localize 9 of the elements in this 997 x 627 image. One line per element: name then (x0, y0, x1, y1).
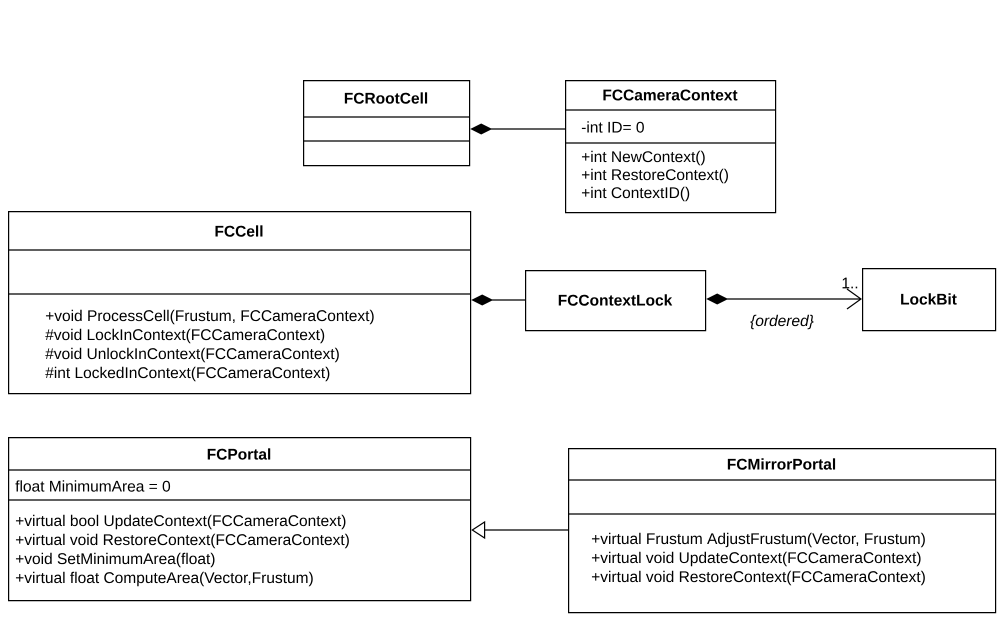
class-box: FCContextLock (525, 270, 706, 332)
class-box: FCRootCell (303, 80, 470, 166)
class-box: LockBit (862, 268, 996, 332)
class-box: FCMirrorPortal +virtual Frustum AdjustFrustum(Vector, Frustum) +virtual void UpdateContext(FCCameraContext) +virtual void RestoreContext(FCCameraContext) (568, 448, 996, 614)
class-box: FCCell +void ProcessCell(Frustum, FCCameraContext) #void LockInContext(FCCameraContext) #void UnlockInContext(FCCameraContext) #int LockedInContext(FCCameraContext) (8, 211, 472, 394)
multiplicity-label: 1.. (842, 278, 858, 288)
edge-label: {ordered} (750, 314, 814, 330)
class-box: FCPortal float MinimumArea = 0 +virtual bool UpdateContext(FCCameraContext) +virtual void RestoreContext(FCCameraContext) +void SetMinimumArea(float) +virtual float ComputeArea(Vector,Frustum) (8, 437, 472, 602)
class-box: FCCameraContext -int ID= 0 +int NewContext() +int RestoreContext() +int ContextID() (565, 80, 776, 214)
